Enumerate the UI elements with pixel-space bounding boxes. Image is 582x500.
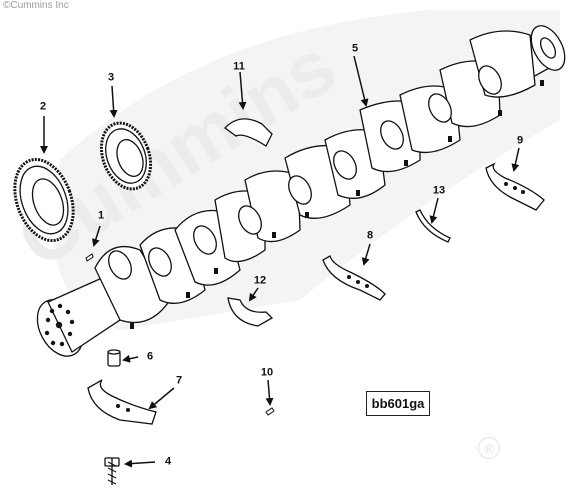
callout-11: 11 <box>233 60 245 73</box>
callout-1: 1 <box>97 209 105 222</box>
callout-2: 2 <box>39 100 47 113</box>
figure-code-box: bb601ga <box>366 391 430 416</box>
crankshaft <box>36 25 566 357</box>
callout-6: 6 <box>146 350 154 363</box>
callout-9: 9 <box>516 134 524 147</box>
bolt-4 <box>104 457 120 485</box>
pin-10 <box>265 407 275 416</box>
callout-13: 13 <box>432 184 446 197</box>
counterweight-8 <box>322 255 386 301</box>
callout-3: 3 <box>107 71 115 84</box>
bearing-shell-lower-12 <box>227 297 274 327</box>
callout-5: 5 <box>351 42 359 55</box>
gear-small <box>99 121 153 191</box>
callout-arrows <box>40 55 520 468</box>
callout-8: 8 <box>366 229 374 242</box>
gear-large <box>13 157 75 243</box>
dowel-6 <box>107 349 121 367</box>
callout-7: 7 <box>175 374 183 387</box>
callout-12: 12 <box>253 274 267 287</box>
copyright-text: ©Cummins Inc <box>3 0 69 11</box>
bearing-shell-upper-11 <box>224 118 273 147</box>
callout-4: 4 <box>164 455 172 468</box>
counterweight-9 <box>485 162 545 211</box>
registered-mark: ® <box>478 437 500 459</box>
thrust-ring-13 <box>415 209 451 243</box>
callout-10: 10 <box>260 366 274 379</box>
figure-code: bb601ga <box>371 396 425 411</box>
counterweight-7 <box>87 379 157 425</box>
pin-1 <box>85 253 94 262</box>
